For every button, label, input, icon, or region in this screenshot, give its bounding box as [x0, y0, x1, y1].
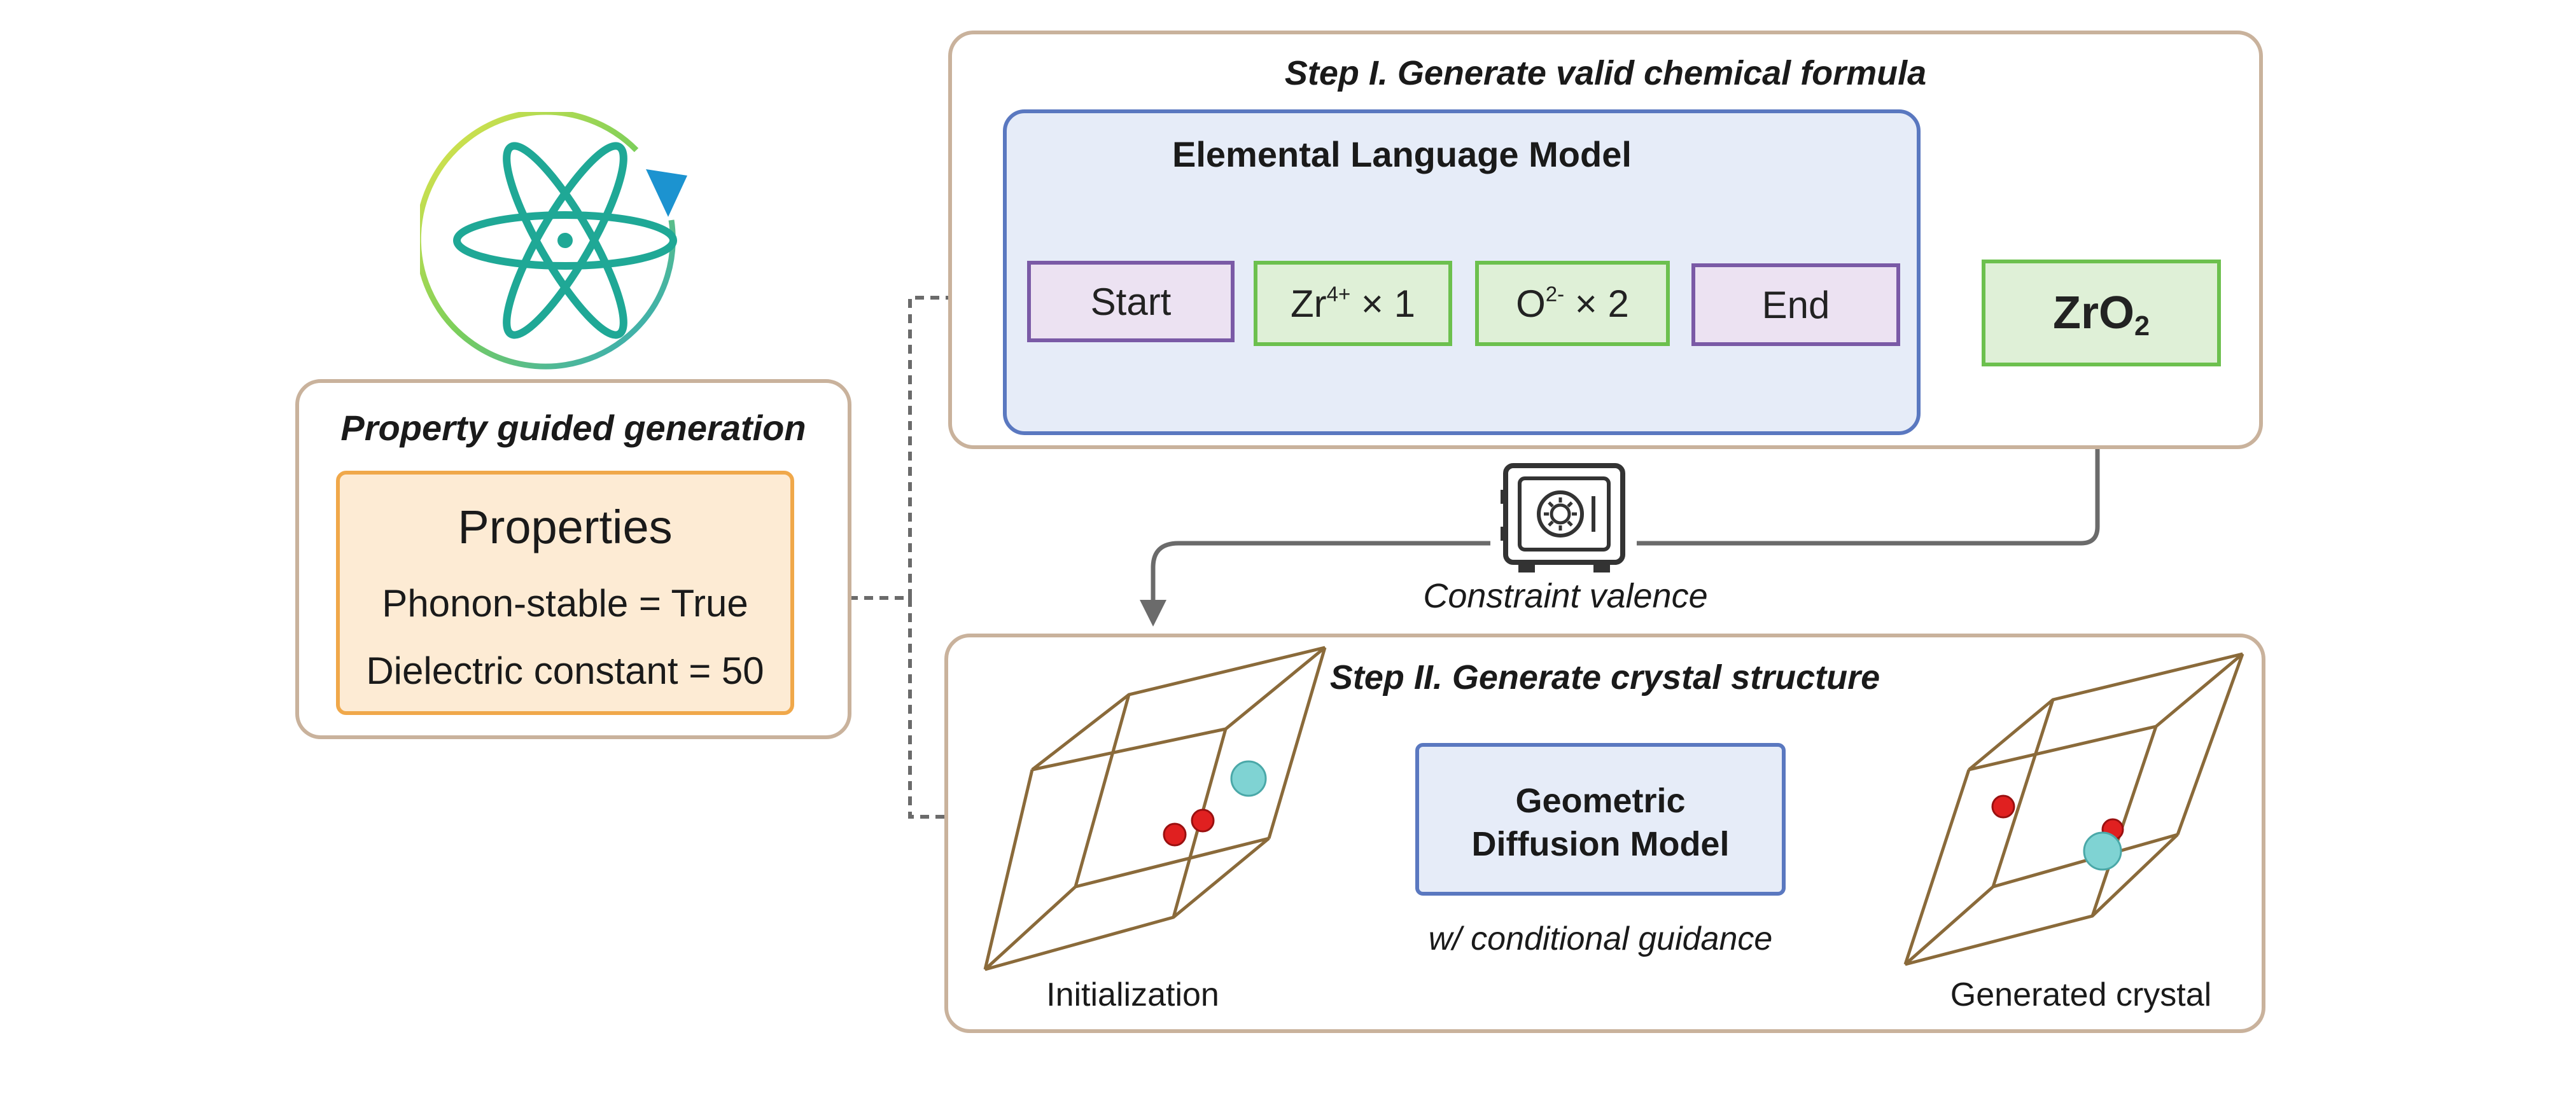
guidance-label: w/ conditional guidance — [1428, 920, 1773, 957]
token-end: End — [1691, 263, 1900, 346]
step2-title: Step II. Generate crystal structure — [1329, 658, 1880, 697]
constraint-label: Constraint valence — [1423, 577, 1708, 615]
token-start-label: Start — [1090, 280, 1172, 323]
token-o: O2- × 2 — [1475, 261, 1670, 346]
properties-box: Properties Phonon-stable = True Dielectr… — [336, 471, 794, 715]
property-panel: Property guided generation Properties Ph… — [295, 379, 851, 739]
result-formula: ZrO2 — [1982, 260, 2221, 366]
geometric-diffusion-model: Geometric Diffusion Model — [1415, 743, 1786, 896]
property-panel-title: Property guided generation — [340, 408, 806, 448]
generated-crystal-label: Generated crystal — [1950, 976, 2212, 1013]
token-start: Start — [1027, 261, 1235, 342]
properties-title: Properties — [458, 501, 673, 553]
property-dielectric-constant: Dielectric constant = 50 — [366, 649, 764, 692]
token-o-label: O2- × 2 — [1516, 281, 1629, 325]
initial-crystal — [983, 646, 1327, 971]
elemental-language-model-title: Elemental Language Model — [1172, 134, 1632, 174]
step1-title: Step I. Generate valid chemical formula — [1284, 54, 1927, 92]
token-zr: Zr4+ × 1 — [1254, 261, 1452, 346]
safe-icon — [1501, 463, 1625, 572]
property-phonon-stable: Phonon-stable = True — [382, 582, 748, 625]
token-end-label: End — [1761, 283, 1830, 326]
atom-icon — [420, 112, 687, 370]
token-zr-label: Zr4+ × 1 — [1290, 281, 1415, 325]
diffusion-model-title-line2: Diffusion Model — [1471, 825, 1730, 863]
generated-crystal — [1903, 652, 2244, 966]
arrow-constraint — [1140, 368, 2100, 627]
initialization-label: Initialization — [1046, 976, 1219, 1013]
diffusion-model-title-line1: Geometric — [1515, 782, 1686, 820]
result-formula-label: ZrO2 — [2052, 288, 2150, 342]
